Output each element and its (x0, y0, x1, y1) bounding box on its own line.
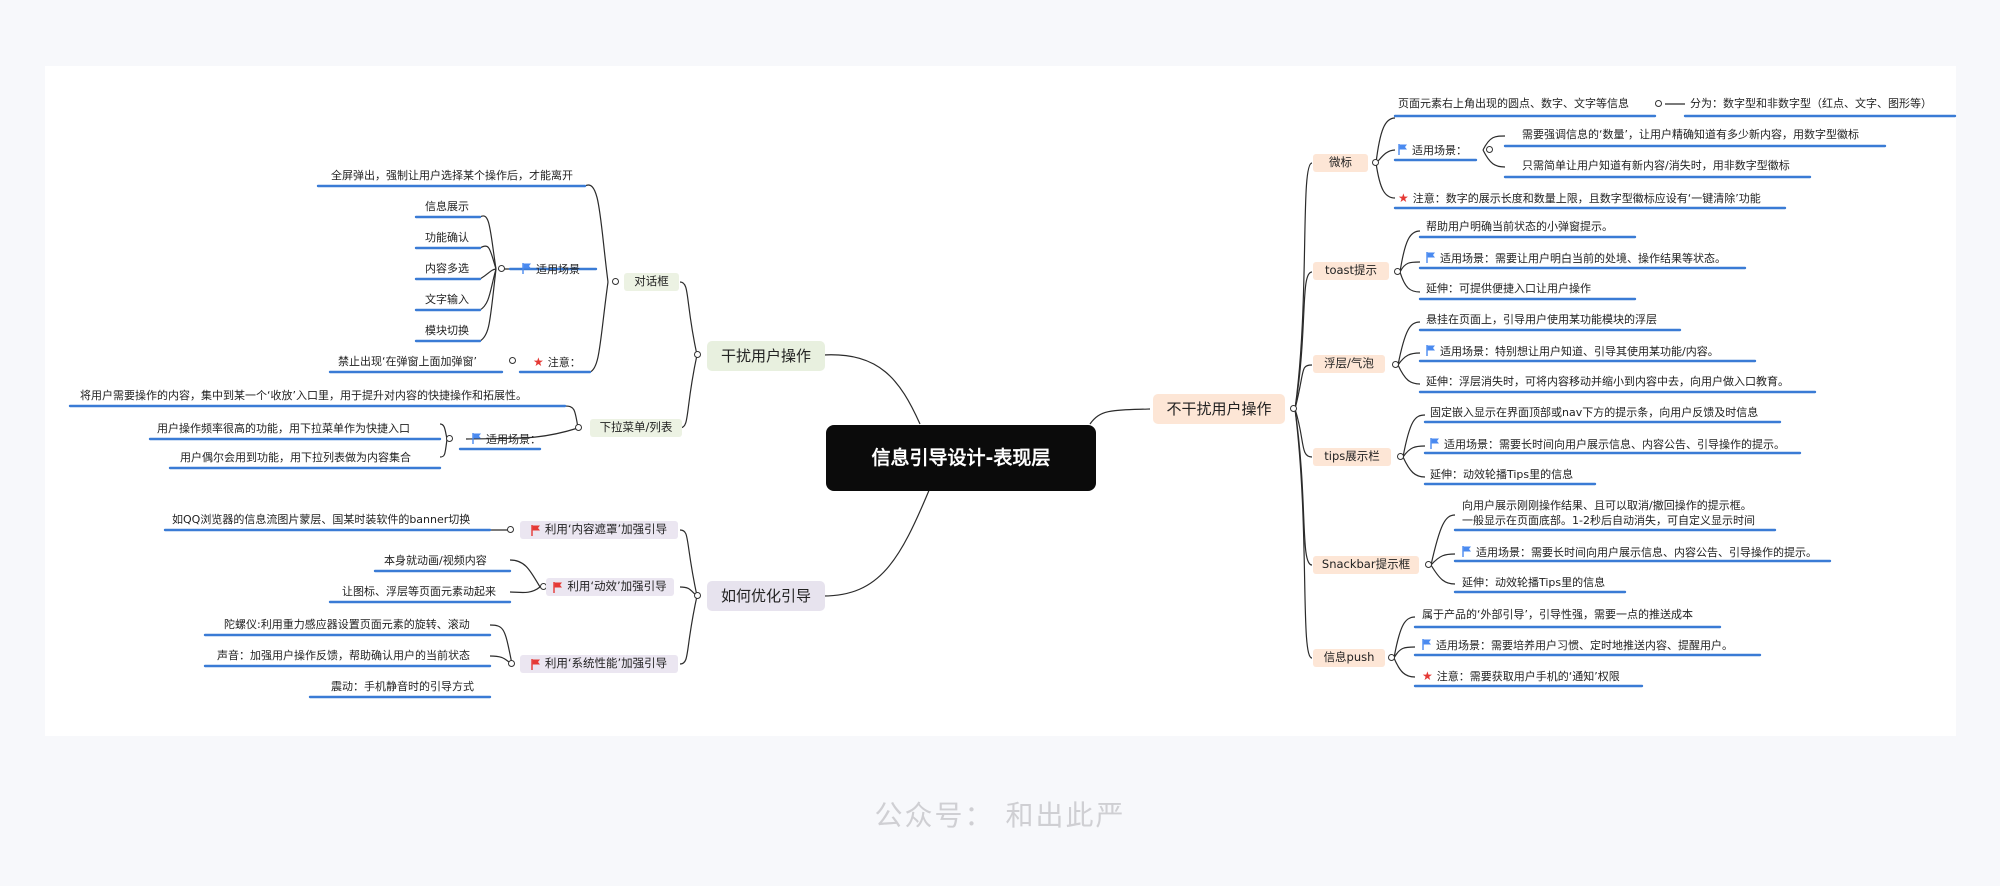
sub-toast[interactable]: toast提示 (1313, 262, 1389, 280)
sub-mask[interactable]: 利用‘内容遮罩’加强引导 (520, 521, 678, 539)
blue-flag-icon (1398, 144, 1407, 155)
sub-system[interactable]: 利用‘系统性能’加强引导 (520, 655, 678, 673)
collapse-dot[interactable] (694, 351, 701, 358)
dialog-scene-label: 适用场景 (522, 263, 580, 277)
scene-item: 内容多选 (425, 262, 469, 275)
toast-ext: 延伸：可提供便捷入口让用户操作 (1426, 282, 1591, 295)
collapse-dot[interactable] (509, 357, 516, 364)
dropdown-scene-item: 用户操作频率很高的功能，用下拉菜单作为快捷入口 (157, 422, 410, 435)
toast-desc: 帮助用户明确当前状态的小弹窗提示。 (1426, 220, 1613, 233)
mask-item: 如QQ浏览器的信息流图片蒙层、国某时装软件的banner切换 (172, 513, 471, 526)
star-icon: ★ (1398, 191, 1409, 205)
snackbar-desc1: 向用户展示刚刚操作结果、且可以取消/撤回操作的提示框。 (1462, 499, 1752, 512)
badge-note: ★注意：数字的展示长度和数量上限，且数字型徽标应设有‘一键清除’功能 (1398, 191, 1761, 205)
star-icon: ★ (1422, 669, 1433, 683)
push-note: ★注意：需要获取用户手机的‘通知’权限 (1422, 669, 1620, 683)
sys-item: 陀螺仪:利用重力感应器设置页面元素的旋转、滚动 (224, 618, 470, 631)
sys-item: 震动：手机静音时的引导方式 (331, 680, 474, 693)
branch-interrupt-user[interactable]: 干扰用户操作 (707, 341, 825, 371)
anim-item: 让图标、浮层等页面元素动起来 (342, 585, 496, 598)
collapse-dot[interactable] (508, 660, 515, 667)
collapse-dot[interactable] (612, 278, 619, 285)
dialog-note-label: ★注意： (533, 355, 581, 369)
sys-item: 声音：加强用户操作反馈，帮助确认用户的当前状态 (217, 649, 470, 662)
collapse-dot[interactable] (575, 424, 582, 431)
dialog-desc: 全屏弹出，强制让用户选择某个操作后，才能离开 (331, 169, 573, 182)
collapse-dot[interactable] (446, 435, 453, 442)
dropdown-desc: 将用户需要操作的内容，集中到某一个‘收放’入口里，用于提升对内容的快捷操作和拓展… (80, 389, 527, 402)
snackbar-desc2: 一般显示在页面底部。1-2秒后自动消失，可自定义显示时间 (1462, 514, 1755, 527)
sub-animation[interactable]: 利用‘动效’加强引导 (546, 578, 674, 596)
tips-desc: 固定嵌入显示在界面顶部或nav下方的提示条，向用户反馈及时信息 (1430, 406, 1759, 419)
blue-flag-icon (1426, 252, 1435, 263)
blue-flag-icon (1462, 546, 1471, 557)
collapse-dot[interactable] (1655, 100, 1662, 107)
blue-flag-icon (1426, 345, 1435, 356)
snackbar-scene: 适用场景：需要长时间向用户展示信息、内容公告、引导操作的提示。 (1462, 546, 1817, 560)
blue-flag-icon (1430, 438, 1439, 449)
snackbar-ext: 延伸：动效轮播Tips里的信息 (1462, 576, 1606, 589)
float-ext: 延伸：浮层消失时，可将内容移动并缩小到内容中去，向用户做入口教育。 (1426, 375, 1789, 388)
dialog-note: 禁止出现‘在弹窗上面加弹窗’ (338, 355, 477, 368)
collapse-dot[interactable] (1397, 453, 1404, 460)
toast-scene: 适用场景：需要让用户明白当前的处境、操作结果等状态。 (1426, 252, 1726, 266)
red-flag-icon (553, 581, 563, 593)
branch-optimize-guidance[interactable]: 如何优化引导 (707, 581, 825, 611)
red-flag-icon (531, 658, 540, 670)
collapse-dot[interactable] (1372, 159, 1379, 166)
blue-flag-icon (1422, 639, 1431, 650)
red-flag-icon (531, 524, 540, 536)
badge-scene-label: 适用场景： (1398, 144, 1467, 158)
blue-flag-icon (522, 263, 531, 274)
star-icon: ★ (533, 355, 544, 369)
collapse-dot[interactable] (507, 526, 514, 533)
collapse-dot[interactable] (498, 265, 505, 272)
badge-types: 分为：数字型和非数字型（红点、文字、图形等） (1690, 97, 1932, 110)
float-desc: 悬挂在页面上，引导用户使用某功能模块的浮层 (1426, 313, 1657, 326)
sub-dialog[interactable]: 对话框 (624, 273, 679, 291)
sub-float[interactable]: 浮层/气泡 (1313, 355, 1385, 373)
collapse-dot[interactable] (1392, 361, 1399, 368)
dropdown-scene-item: 用户偶尔会用到功能，用下拉列表做为内容集合 (180, 451, 411, 464)
sub-dropdown[interactable]: 下拉菜单/列表 (590, 419, 682, 437)
scene-item: 文字输入 (425, 293, 469, 306)
collapse-dot[interactable] (1388, 654, 1395, 661)
badge-scene-item: 需要强调信息的‘数量’，让用户精确知道有多少新内容，用数字型徽标 (1522, 128, 1859, 141)
tips-scene: 适用场景：需要长时间向用户展示信息、内容公告、引导操作的提示。 (1430, 438, 1785, 452)
branch-non-interrupt[interactable]: 不干扰用户操作 (1153, 394, 1285, 424)
sub-push[interactable]: 信息push (1313, 649, 1385, 667)
scene-item: 模块切换 (425, 324, 469, 337)
badge-desc: 页面元素右上角出现的圆点、数字、文字等信息 (1398, 97, 1629, 110)
collapse-dot[interactable] (1290, 405, 1297, 412)
anim-item: 本身就动画/视频内容 (384, 554, 487, 567)
badge-scene-item: 只需简单让用户知道有新内容/消失时，用非数字型徽标 (1522, 159, 1790, 172)
tips-ext: 延伸：动效轮播Tips里的信息 (1430, 468, 1574, 481)
watermark: 公众号： 和出此严 (874, 799, 1126, 832)
collapse-dot[interactable] (694, 592, 701, 599)
sub-snackbar[interactable]: Snackbar提示框 (1313, 556, 1419, 574)
collapse-dot[interactable] (1394, 268, 1401, 275)
push-desc: 属于产品的‘外部引导’，引导性强，需要一点的推送成本 (1422, 608, 1693, 621)
sub-tips[interactable]: tips展示栏 (1313, 448, 1391, 466)
root-node[interactable]: 信息引导设计-表现层 (826, 425, 1096, 491)
collapse-dot[interactable] (1425, 561, 1432, 568)
collapse-dot[interactable] (1486, 146, 1493, 153)
scene-item: 信息展示 (425, 200, 469, 213)
blue-flag-icon (472, 433, 481, 444)
sub-badge[interactable]: 微标 (1313, 154, 1368, 172)
float-scene: 适用场景：特别想让用户知道、引导其使用某功能/内容。 (1426, 345, 1719, 359)
push-scene: 适用场景：需要培养用户习惯、定时地推送内容、提醒用户。 (1422, 639, 1733, 653)
scene-item: 功能确认 (425, 231, 469, 244)
dropdown-scene-label: 适用场景： (472, 433, 541, 447)
